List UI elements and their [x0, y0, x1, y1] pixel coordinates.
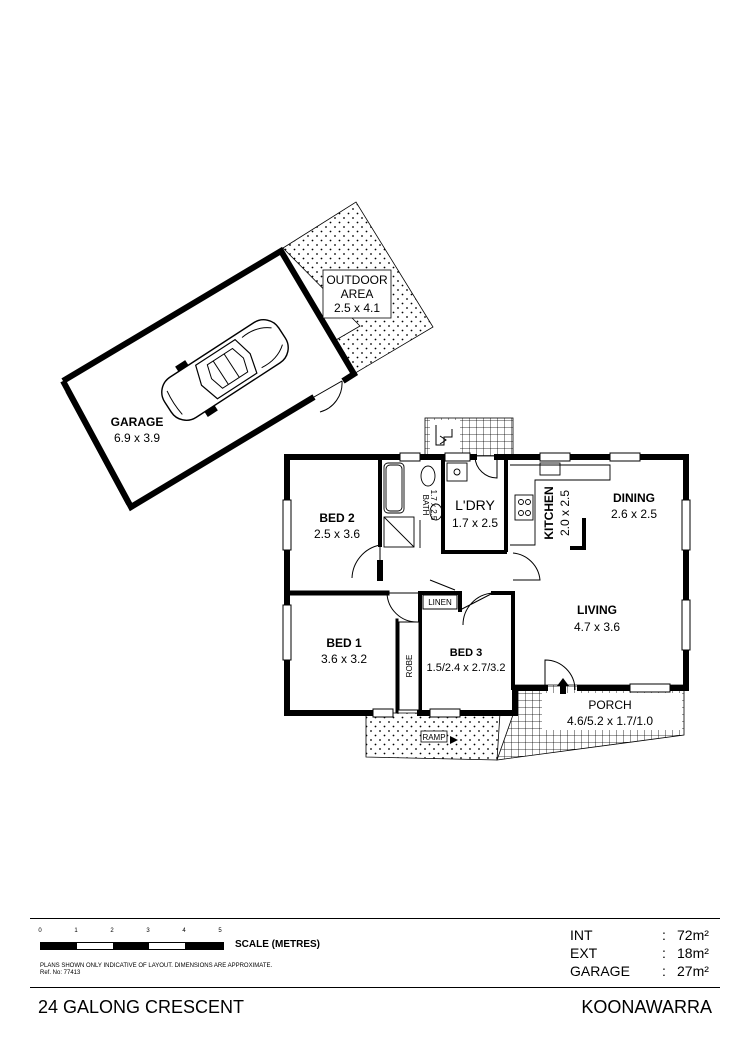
bed2-name: BED 2	[319, 511, 355, 525]
robe-label: ROBE	[405, 655, 414, 678]
footer-top-rule	[30, 918, 720, 919]
outdoor-name: OUTDOOR	[326, 273, 388, 287]
property-suburb: KOONAWARRA	[581, 997, 712, 1017]
garage-size: 6.9 x 3.9	[114, 431, 160, 445]
kitchen-name: KITCHEN	[542, 486, 556, 539]
area-colon: :	[662, 927, 666, 943]
scale-bar-section: 0 1 2 3 4 5 SCALE (METRES) PLANS SHOWN O…	[38, 928, 338, 988]
ramp-label: RAMP	[422, 733, 445, 742]
laundry-name: L'DRY	[455, 497, 495, 513]
disclaimer-text: PLANS SHOWN ONLY INDICATIVE OF LAYOUT. D…	[40, 963, 273, 969]
back-stairs	[424, 417, 514, 457]
area-row: EXT : 18m²	[570, 944, 727, 962]
porch-name: PORCH	[588, 698, 631, 712]
kitchen-size: 2.0 x 2.5	[558, 490, 572, 536]
property-address: 24 GALONG CRESCENT	[38, 997, 245, 1017]
living-size: 4.7 x 3.6	[574, 620, 620, 634]
scale-tick-0: 0	[38, 928, 42, 934]
dining-size: 2.6 x 2.5	[611, 507, 657, 521]
bed1-size: 3.6 x 3.2	[321, 652, 367, 666]
scale-tick-5: 5	[218, 928, 222, 934]
scale-tick-2: 2	[110, 928, 114, 934]
bed3-name: BED 3	[450, 647, 482, 659]
area-value: 18m²	[677, 945, 709, 961]
garage-name: GARAGE	[111, 415, 164, 429]
bed3-size: 1.5/2.4 x 2.7/3.2	[427, 662, 506, 674]
area-label: INT	[570, 927, 593, 943]
area-colon: :	[662, 963, 666, 979]
bathroom-fixtures	[383, 462, 443, 548]
doors	[351, 456, 576, 691]
outdoor-size: 2.5 x 4.1	[334, 301, 380, 315]
linen-label: LINEN	[428, 598, 452, 607]
scale-bar	[40, 942, 224, 950]
footer-bottom-rule	[30, 987, 720, 988]
outdoor-label-box	[322, 269, 392, 319]
laundry-size: 1.7 x 2.5	[452, 516, 498, 530]
reference-number: Ref. No: 77413	[40, 970, 81, 976]
area-value: 27m²	[677, 963, 709, 979]
bed2-size: 2.5 x 3.6	[314, 527, 360, 541]
disclaimer: PLANS SHOWN ONLY INDICATIVE OF LAYOUT. D…	[40, 963, 272, 977]
floor-plan: OUTDOOR AREA 2.5 x 4.1 GARAGE 6.9 x 3.9 …	[60, 201, 691, 761]
area-label: EXT	[570, 945, 598, 961]
living-name: LIVING	[577, 603, 617, 617]
bath-size: 1.7 x 2.5	[429, 490, 438, 521]
area-summary: INT : 72m² EXT : 18m² GARAGE : 27m²	[570, 926, 727, 980]
entry-arrow-icon	[450, 678, 569, 744]
kitchen-fixtures	[446, 462, 611, 546]
ramp-label-box	[420, 730, 448, 743]
area-colon: :	[662, 945, 666, 961]
area-row: GARAGE : 27m²	[570, 962, 727, 980]
windows	[282, 452, 691, 718]
outdoor-name2: AREA	[341, 287, 374, 301]
porch-hatch	[496, 684, 685, 761]
area-row: INT : 72m²	[570, 926, 727, 944]
storage-boxes	[398, 594, 458, 711]
car-icon	[161, 319, 289, 421]
area-value: 72m²	[677, 927, 709, 943]
scale-tick-4: 4	[182, 928, 186, 934]
scale-tick-3: 3	[146, 928, 150, 934]
dining-name: DINING	[613, 491, 655, 505]
scale-tick-1: 1	[74, 928, 78, 934]
porch-size: 4.6/5.2 x 1.7/1.0	[567, 714, 653, 728]
bed1-name: BED 1	[326, 636, 362, 650]
bath-name: BATH	[421, 495, 430, 516]
scale-title: SCALE (METRES)	[235, 939, 320, 950]
area-label: GARAGE	[570, 963, 630, 979]
